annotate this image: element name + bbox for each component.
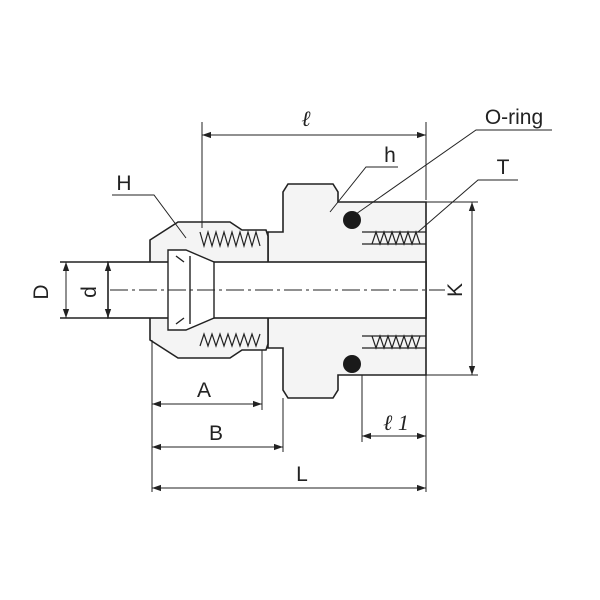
label-D: D — [30, 284, 53, 299]
label-d: d — [78, 286, 101, 298]
o-ring-lower — [343, 355, 361, 373]
label-K: K — [444, 283, 467, 297]
label-l: ℓ — [301, 106, 311, 131]
label-l1: ℓ 1 — [383, 410, 409, 435]
leader-lines — [112, 129, 552, 239]
dimension-lines — [62, 122, 478, 492]
label-H: H — [116, 172, 131, 195]
label-h: h — [384, 144, 396, 167]
label-T: T — [497, 156, 510, 179]
label-B: B — [209, 422, 223, 445]
label-A: A — [197, 379, 211, 402]
body-thread — [362, 230, 426, 350]
o-ring-upper — [343, 211, 361, 229]
label-L: L — [296, 463, 308, 486]
nut-thread-upper — [199, 229, 261, 348]
label-o-ring: O-ring — [485, 106, 543, 129]
